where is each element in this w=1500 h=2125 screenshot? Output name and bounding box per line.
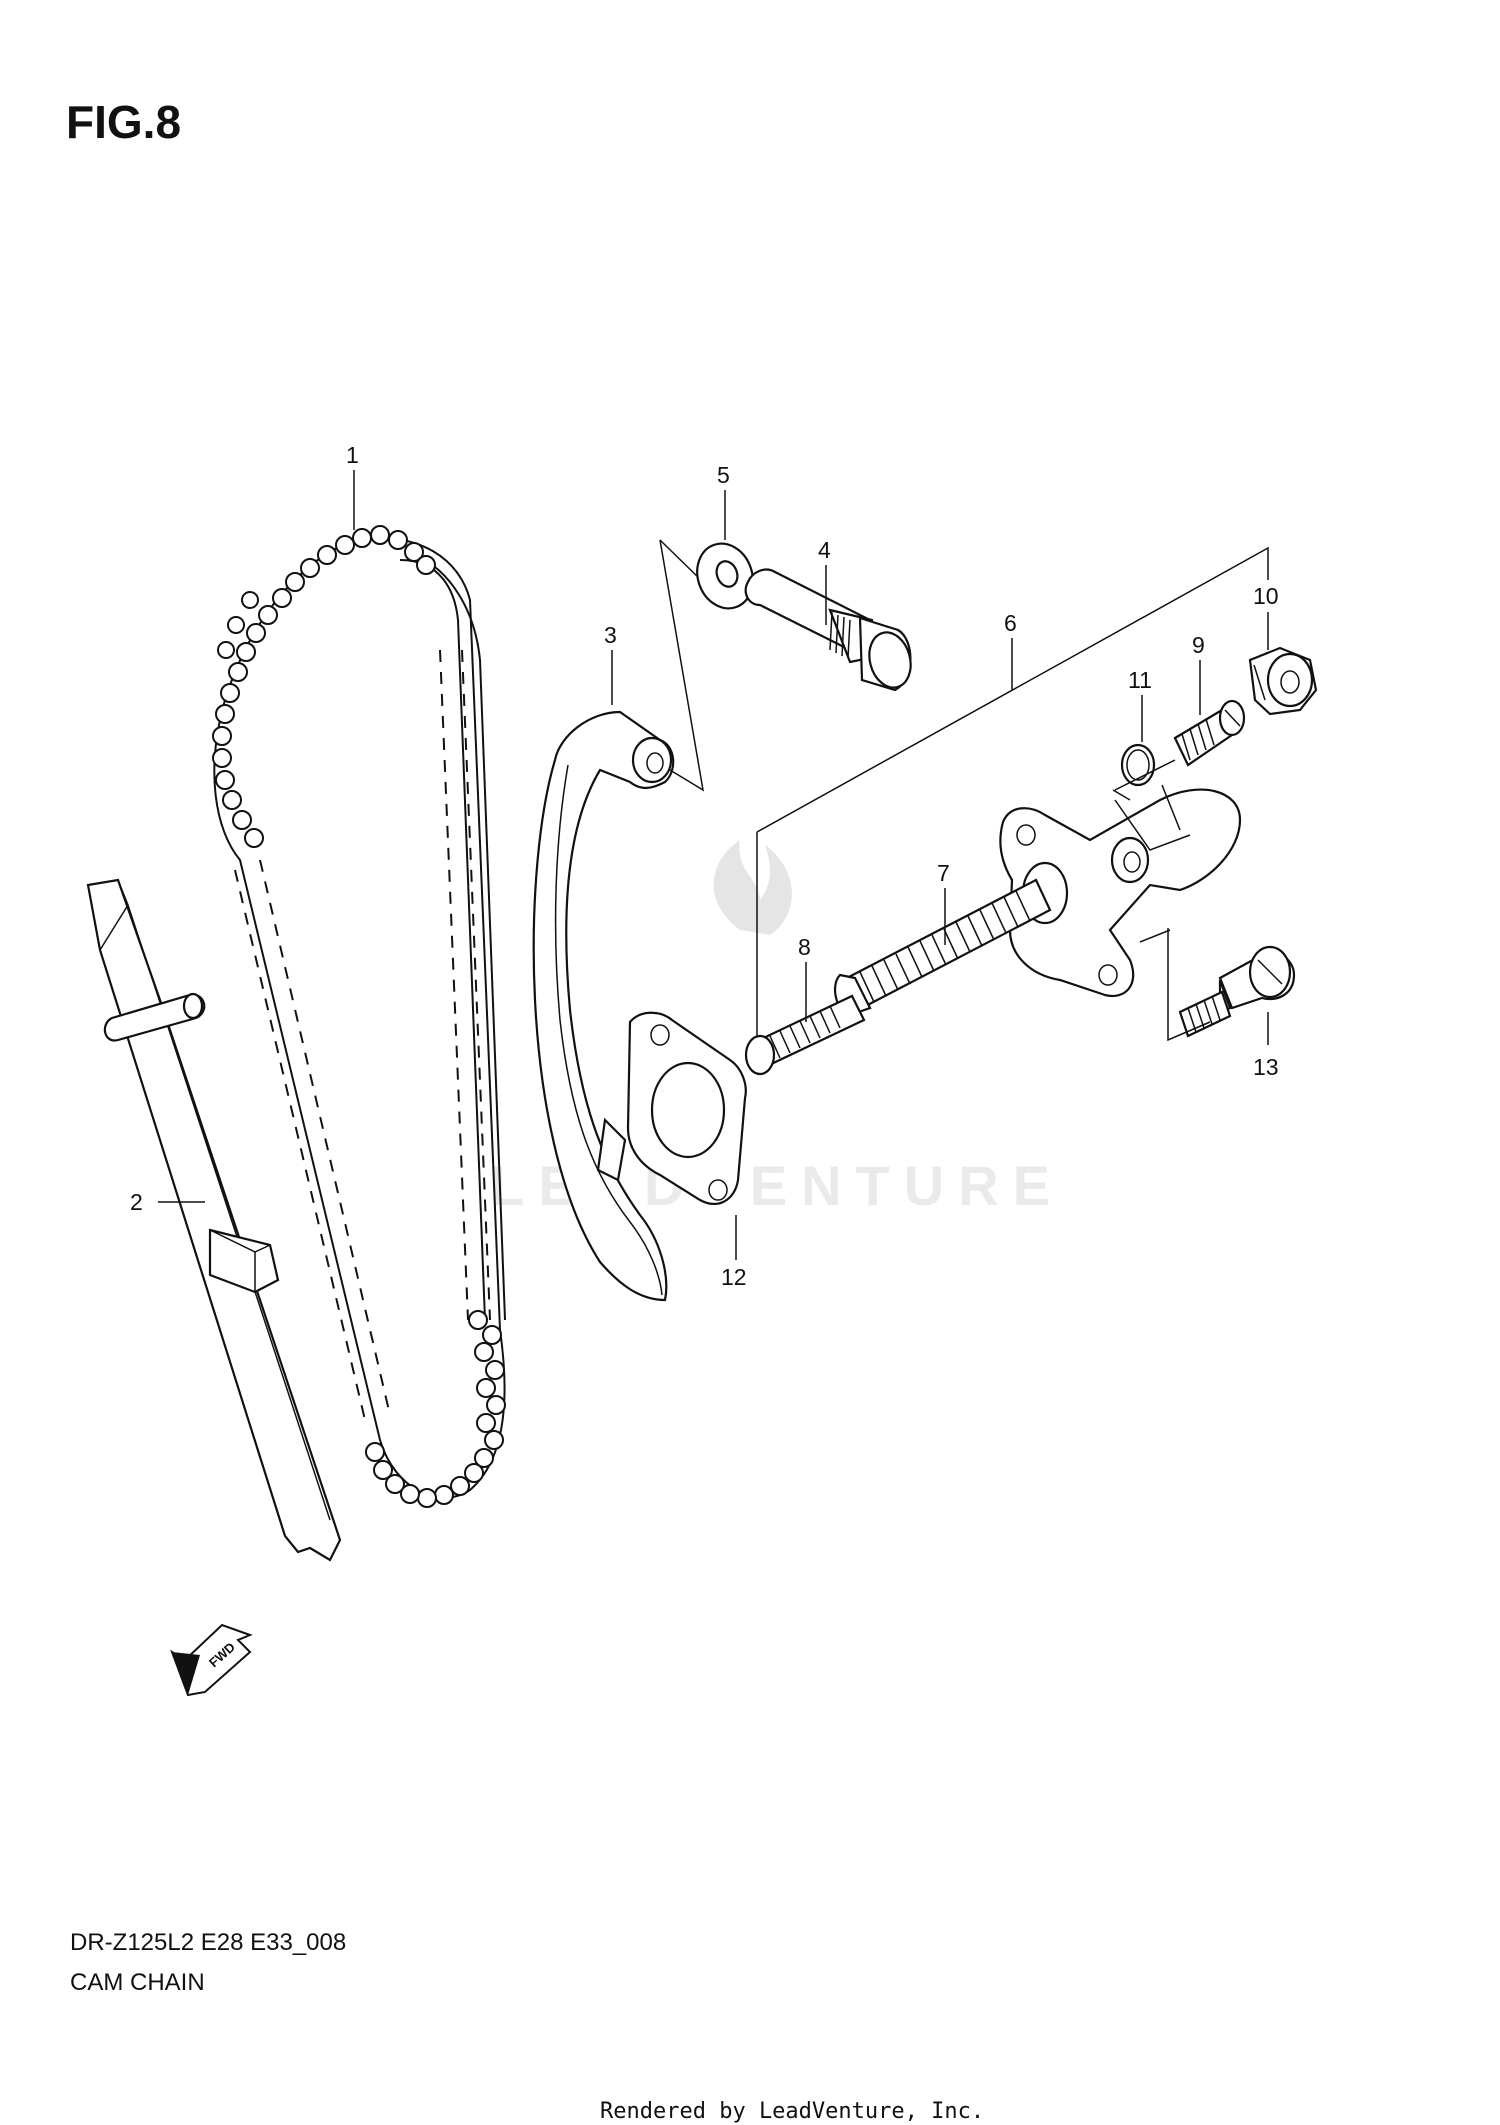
cam-chain — [212, 525, 506, 1508]
bolt — [1178, 945, 1296, 1038]
nut — [1248, 646, 1318, 716]
callout-2: 2 — [130, 1189, 143, 1215]
chain-guide — [86, 878, 342, 1562]
gasket — [626, 1011, 747, 1206]
callout-13: 13 — [1253, 1054, 1279, 1080]
callout-4: 4 — [818, 537, 831, 563]
washer — [696, 542, 754, 610]
callout-3: 3 — [604, 622, 617, 648]
footer-credit: Rendered by LeadVenture, Inc. — [600, 2099, 984, 2124]
chain-links-bottom — [365, 1310, 506, 1508]
callout-10: 10 — [1253, 583, 1279, 609]
callout-8: 8 — [798, 934, 811, 960]
diagram-name: CAM CHAIN — [70, 1969, 205, 1996]
push-rod — [744, 994, 866, 1076]
callout-9: 9 — [1192, 632, 1205, 658]
tensioner-guide — [532, 710, 675, 1302]
model-code: DR-Z125L2 E28 E33_008 — [70, 1929, 346, 1956]
callout-12: 12 — [721, 1264, 747, 1290]
callout-11: 11 — [1128, 667, 1152, 693]
callout-1: 1 — [346, 442, 359, 468]
chain-links-top — [212, 525, 436, 848]
callout-7: 7 — [937, 860, 950, 886]
tensioner-body — [999, 759, 1242, 998]
pivot-bolt — [744, 568, 912, 692]
leader-lines — [158, 470, 1269, 1260]
fwd-arrow-icon: FWD — [170, 1623, 253, 1697]
callout-6: 6 — [1004, 610, 1017, 636]
figure-title: FIG.8 — [66, 96, 181, 148]
adjuster-screw — [1173, 699, 1246, 767]
callout-5: 5 — [717, 462, 730, 488]
